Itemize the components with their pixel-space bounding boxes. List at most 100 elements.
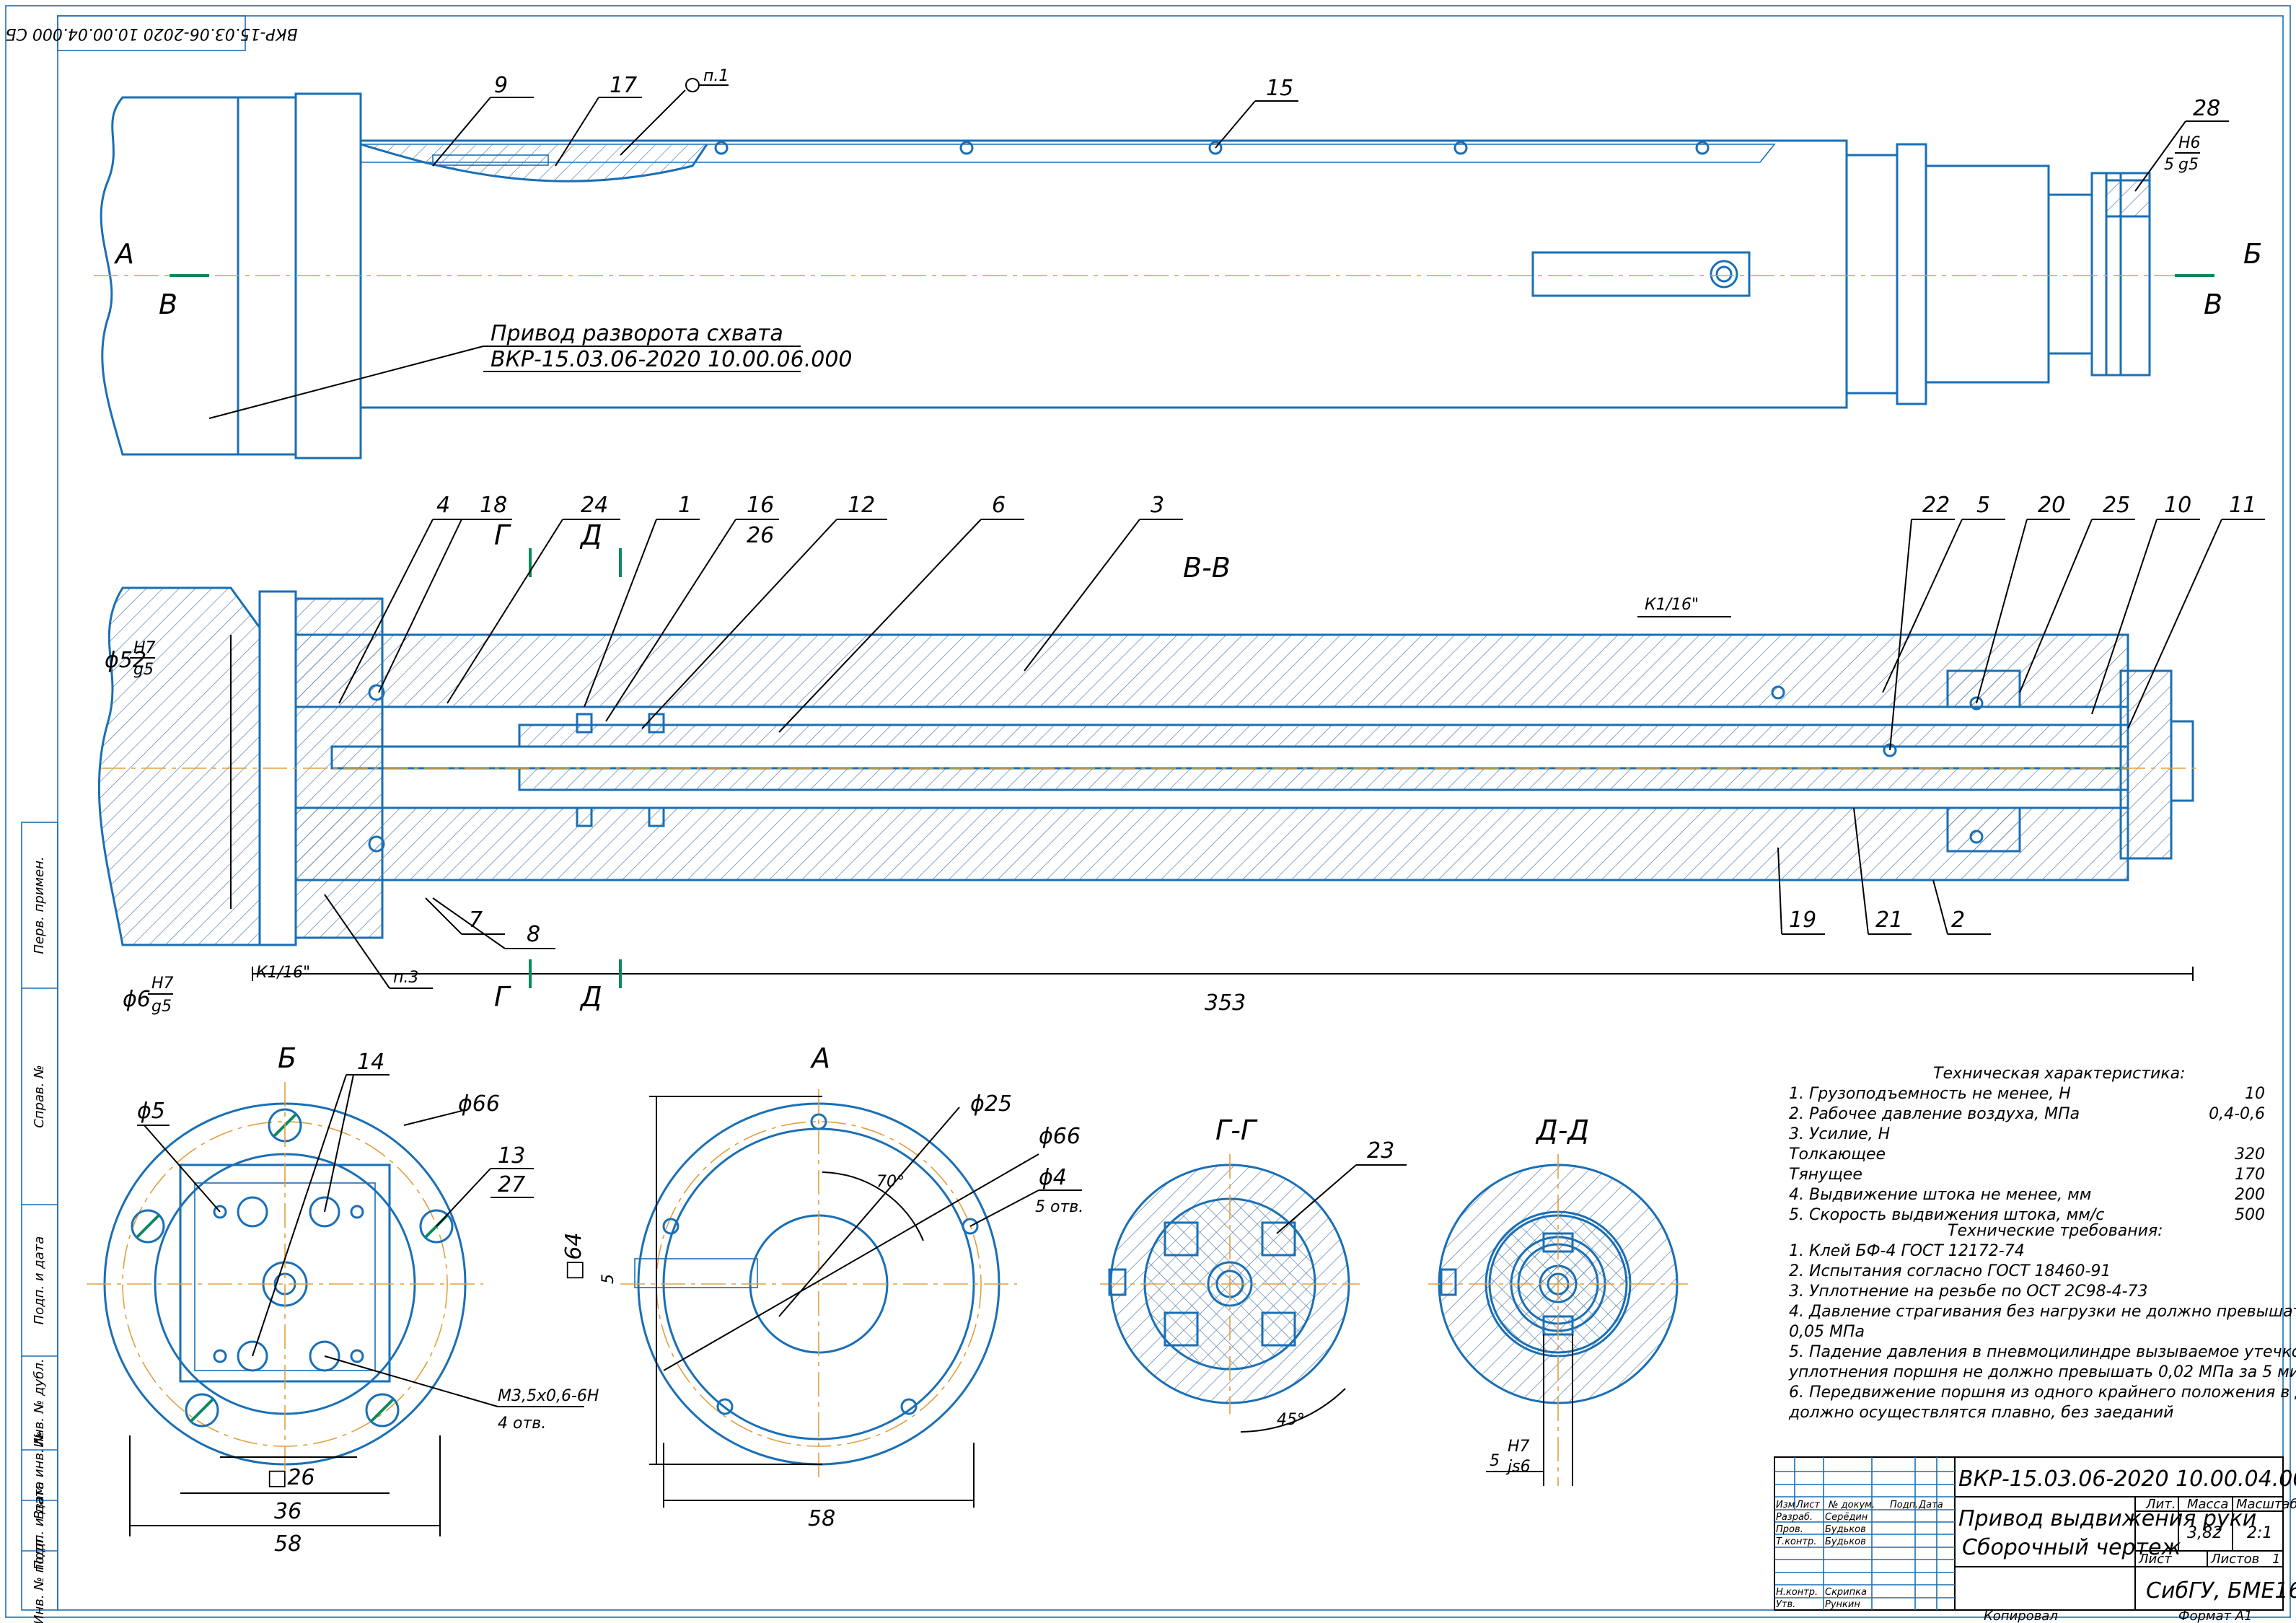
callout-9: 9 (494, 73, 508, 98)
main-section-title: В-В (1183, 552, 1231, 584)
tb-col-mass: Масса (2187, 1497, 2228, 1512)
tb-org: СибГУ, БМЕ16-01 (2146, 1578, 2296, 1604)
tech-spec-value-1: 10 (2245, 1085, 2265, 1103)
outer-border (5, 5, 2291, 1618)
tech-spec-value-2: 0,4-0,6 (2209, 1105, 2265, 1123)
section-g-title: Г-Г (1215, 1114, 1258, 1146)
view-a-phi66: ϕ66 (1039, 1124, 1081, 1149)
tb-doc-number: ВКР-15.03.06-2020 10.00.04.000 СБ (1958, 1466, 2296, 1492)
tech-req-line-4: 4. Давление страгивания без нагрузки не … (1789, 1303, 2296, 1321)
dim-353: 353 (1205, 990, 1246, 1016)
strip-label-1: Перв. примен. (32, 856, 47, 954)
section-d: Д-Д 5 H7 js6 (1428, 1114, 1688, 1486)
section-g-callout: 23 (1367, 1138, 1394, 1164)
view-b-dim-36: 36 (274, 1499, 302, 1524)
top-mark-v2: В (2204, 289, 2222, 320)
top-mark-a: А (113, 238, 134, 270)
view-a-title: А (809, 1042, 830, 1074)
tb-name-5: Скрипка (1825, 1587, 1867, 1598)
dim-phi6-fit-top: H7 (151, 975, 174, 993)
callout-p1: п.1 (703, 67, 729, 85)
callout-6: 6 (992, 493, 1006, 518)
mark-d-top: Д (579, 519, 602, 551)
section-g: Г-Г 23 45° (1100, 1114, 1407, 1433)
tb-role-6: Утв. (1776, 1599, 1795, 1610)
tb-name-1: Серёдин (1825, 1512, 1868, 1523)
thread-bottom: К1/16" (256, 964, 310, 982)
view-a: А □64 5 58 ϕ25 ϕ66 ϕ4 5 отв. 70° (561, 1042, 1083, 1531)
view-b-callout-14: 14 (357, 1050, 384, 1075)
strip-label-7: Инв. № подл. (32, 1535, 47, 1623)
strip-label-2: Справ. № (32, 1065, 47, 1128)
callout-7: 7 (469, 907, 483, 933)
tech-req-line-8: 6. Передвижение поршня из одного крайнег… (1789, 1384, 2296, 1402)
callout-1: 1 (678, 493, 692, 518)
strip-label-5: Взам. инв. № (32, 1431, 47, 1519)
callout-19: 19 (1789, 907, 1816, 933)
tb-name-line1: Привод выдвижения руки (1958, 1506, 2256, 1531)
tech-spec-value-4: 320 (2235, 1145, 2265, 1164)
tech-req-line-5: 0,05 МПа (1789, 1323, 1865, 1341)
strip-label-6: Подп. и дата (32, 1482, 47, 1570)
tech-spec-label-6: 4. Выдвижение штока не менее, мм (1789, 1186, 2091, 1204)
tb-head-date: Дата (1918, 1500, 1943, 1510)
tb-col-lit: Лит. (2145, 1497, 2176, 1512)
dim-phi6: ϕ6 (123, 987, 151, 1012)
tb-sheet-label: Лист (2138, 1552, 2172, 1567)
tb-head-izm: Изм (1776, 1500, 1795, 1510)
tb-head-list: Лист (1795, 1500, 1820, 1510)
view-a-phi25: ϕ25 (970, 1091, 1012, 1117)
fit-28-bottom: g5 (2178, 156, 2199, 174)
tech-spec-label-3: 3. Усилие, Н (1789, 1125, 1890, 1143)
callout-12: 12 (848, 493, 875, 518)
callout-2: 2 (1951, 907, 1965, 933)
tech-req-line-7: уплотнения поршня не должно превышать 0,… (1788, 1363, 2296, 1381)
section-d-fit-num: 5 (1490, 1452, 1500, 1470)
callout-3: 3 (1151, 493, 1164, 518)
view-b-phi5: ϕ5 (137, 1099, 165, 1124)
main-section: В-В 353 ϕ52 H (97, 493, 2265, 1016)
view-a-dim-64: □64 (561, 1232, 586, 1280)
dim-phi52-fit-bottom: g5 (133, 661, 154, 679)
dim-phi6-fit-bottom: g5 (151, 998, 172, 1016)
strip-label-3: Подп. и дата (32, 1236, 47, 1325)
callout-18: 18 (480, 493, 507, 518)
view-b-phi66: ϕ66 (458, 1091, 500, 1117)
tb-role-3: Т.контр. (1776, 1536, 1816, 1547)
view-a-dim-58: 58 (808, 1506, 835, 1531)
callout-17: 17 (610, 73, 637, 98)
fit-28-top: H6 (2178, 134, 2201, 152)
callout-20: 20 (2038, 493, 2065, 518)
tb-mass: 3,82 (2187, 1524, 2222, 1542)
callout-p3: п.3 (393, 969, 418, 987)
tech-req-line-3: 3. Уплотнение на резьбе по ОСТ 2С98-4-73 (1789, 1283, 2148, 1301)
view-b-title: Б (278, 1042, 296, 1074)
callout-5: 5 (1976, 493, 1990, 518)
tech-spec-value-6: 200 (2235, 1186, 2265, 1204)
callout-16: 16 (747, 493, 774, 518)
tb-format: Формат А1 (2178, 1609, 2253, 1623)
dim-phi52-fit-top: H7 (133, 639, 156, 657)
tb-col-scale: Масштаб (2236, 1497, 2296, 1512)
inner-frame (57, 15, 2284, 1611)
tech-spec-heading: Техническая характеристика: (1933, 1065, 2186, 1083)
view-a-holes: 5 отв. (1035, 1198, 1083, 1216)
view-a-phi4: ϕ4 (1039, 1165, 1067, 1190)
tb-sheets: 1 (2272, 1552, 2280, 1567)
tb-name-6: Рункин (1825, 1599, 1860, 1610)
tech-spec-label-4: Толкающее (1789, 1145, 1886, 1164)
title-block: Изм Лист № докум. Подп. Дата Разраб. Сер… (1774, 1456, 2296, 1623)
tech-notes: Техническая характеристика: 1. Грузоподъ… (1788, 1065, 2296, 1422)
top-view: А В Б В 9 17 п.1 15 28 5 H6 g5 Привод ра… (94, 67, 2262, 459)
tech-spec-rows: 1. Грузоподъемность не менее, Н 10 2. Ра… (1789, 1085, 2265, 1224)
tech-req-line-6: 5. Падение давления в пневмоцилиндре выз… (1789, 1343, 2296, 1361)
tech-req-line-9: должно осуществлятся плавно, без заедани… (1788, 1404, 2173, 1422)
view-b-callout-13: 13 (498, 1143, 525, 1169)
tb-head-doc: № докум. (1828, 1500, 1875, 1510)
mark-g-top: Г (494, 519, 511, 551)
tech-req-line-2: 2. Испытания согласно ГОСТ 18460-91 (1789, 1262, 2111, 1280)
callout-11: 11 (2229, 493, 2256, 518)
leader-note: Привод разворота схвата (491, 321, 783, 346)
tech-spec-label-1: 1. Грузоподъемность не менее, Н (1789, 1085, 2071, 1103)
tb-copied: Копировал (1984, 1609, 2058, 1623)
